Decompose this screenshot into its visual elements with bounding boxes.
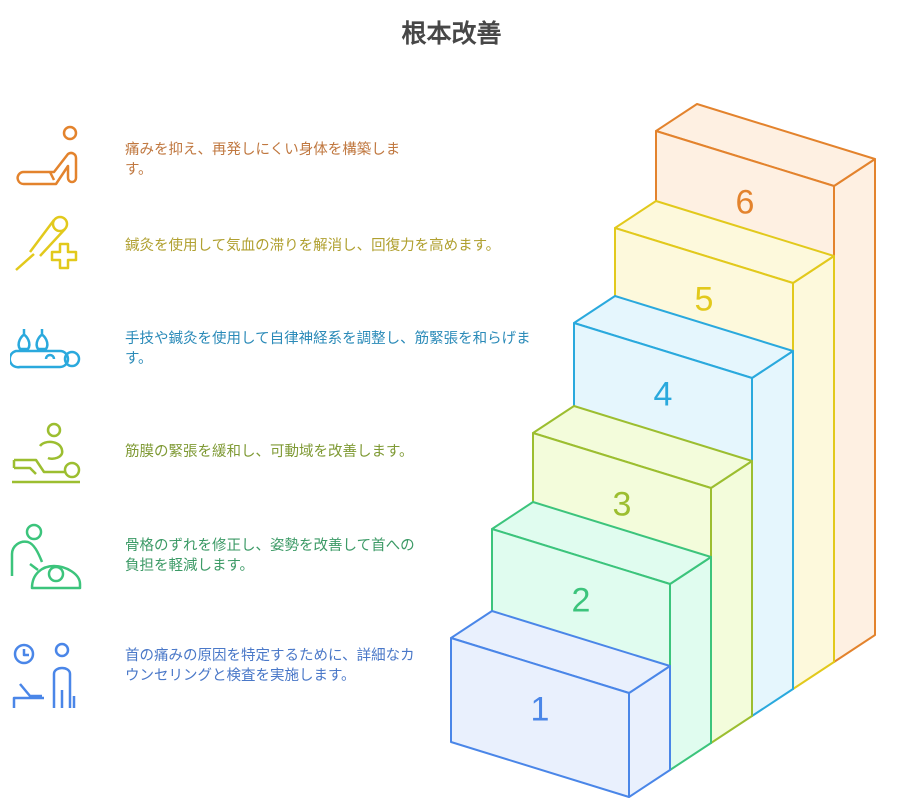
step-2-number: 2 bbox=[572, 582, 591, 620]
diagram-title: 根本改善 bbox=[401, 19, 502, 48]
massage-icon bbox=[12, 422, 81, 484]
step-6-side-face bbox=[833, 158, 876, 663]
acupuncture-treatment-icon bbox=[10, 329, 81, 369]
step-5-row: 鍼灸を使用して気血の滞りを解消し、回復力を高めます。 bbox=[0, 212, 560, 284]
step-6-number: 6 bbox=[736, 184, 755, 222]
step-5-number: 5 bbox=[695, 281, 714, 319]
step-3-side-face bbox=[710, 460, 753, 744]
step-3-number: 3 bbox=[613, 486, 632, 524]
step-1-number: 1 bbox=[531, 691, 550, 729]
step-1-front-face bbox=[450, 637, 630, 798]
step-6-description: 痛みを抑え、再発しにくい身体を構築します。 bbox=[125, 142, 401, 178]
step-4-row: 手技や鍼灸を使用して自律神経系を調整し、筋緊張を和らげます。 bbox=[0, 325, 560, 375]
step-5-description: 鍼灸を使用して気血の滞りを解消し、回復力を高めます。 bbox=[125, 238, 501, 254]
step-2-row: 骨格のずれを修正し、姿勢を改善して首への負担を軽減します。 bbox=[0, 520, 560, 592]
chiropractic-icon bbox=[10, 523, 82, 590]
step-4-description: 手技や鍼灸を使用して自律神経系を調整し、筋緊張を和らげます。 bbox=[125, 331, 531, 367]
step-6-row: 痛みを抑え、再発しにくい身体を構築します。 bbox=[0, 120, 560, 190]
step-1-row: 首の痛みの原因を特定するために、詳細なカウンセリングと検査を実施します。 bbox=[0, 640, 560, 712]
step-1-description: 首の痛みの原因を特定するために、詳細なカウンセリングと検査を実施します。 bbox=[125, 648, 415, 684]
step-4-number: 4 bbox=[654, 376, 673, 414]
step-3-row: 筋膜の緊張を緩和し、可動域を改善します。 bbox=[0, 420, 560, 488]
step-5-side-face bbox=[792, 255, 835, 690]
step-3-description: 筋膜の緊張を緩和し、可動域を改善します。 bbox=[125, 444, 414, 460]
needle-health-icon bbox=[15, 215, 78, 271]
step-4-side-face bbox=[751, 350, 794, 717]
step-2-side-face bbox=[669, 556, 712, 771]
step-2-description: 骨格のずれを修正し、姿勢を改善して首への負担を軽減します。 bbox=[125, 538, 415, 574]
consultation-icon bbox=[12, 642, 76, 708]
stretching-icon bbox=[16, 125, 78, 186]
